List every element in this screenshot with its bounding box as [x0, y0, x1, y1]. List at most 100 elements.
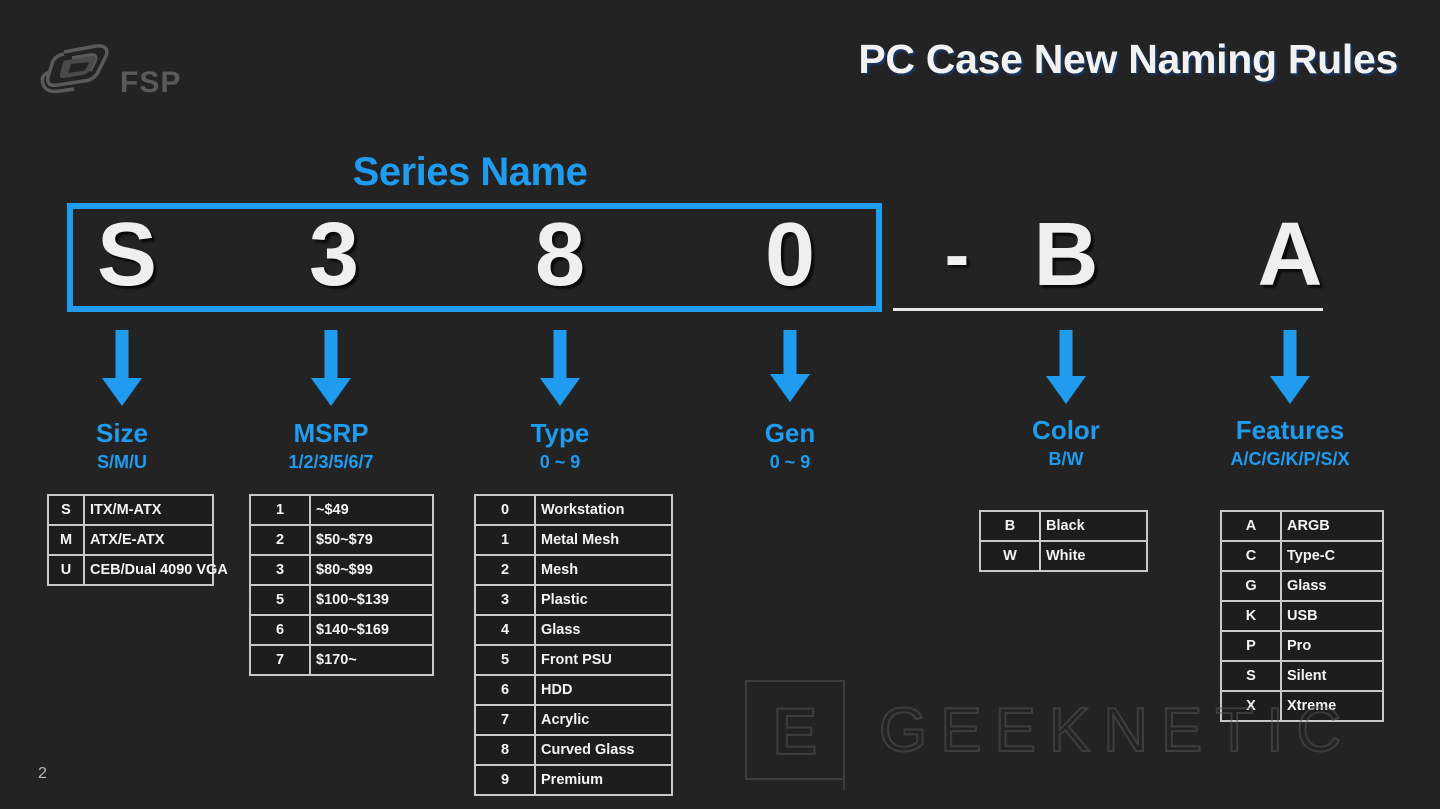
code-char-size: S	[96, 205, 158, 305]
legend-row: 1~$49	[249, 494, 434, 526]
field-name-color: Color	[1032, 415, 1100, 445]
arrow-down-icon-msrp	[309, 330, 353, 406]
legend-row: 5$100~$139	[249, 584, 434, 616]
legend-meaning-cell: Plastic	[534, 584, 673, 616]
code-char-gen: 0	[764, 205, 816, 305]
series-name-highlight-box	[67, 203, 882, 312]
fsp-logo-text: FSP	[120, 66, 182, 99]
legend-meaning-cell: USB	[1280, 600, 1384, 632]
legend-meaning-cell: Acrylic	[534, 704, 673, 736]
legend-code-cell: 6	[474, 674, 536, 706]
field-sub-msrp: 1/2/3/5/6/7	[288, 452, 374, 472]
legend-code-cell: 5	[474, 644, 536, 676]
field-heading-gen: Gen 0 ~ 9	[710, 420, 870, 471]
legend-meaning-cell: Glass	[1280, 570, 1384, 602]
legend-code-cell: 3	[474, 584, 536, 616]
field-sub-type: 0 ~ 9	[539, 452, 581, 472]
code-char-color: B	[1033, 205, 1099, 305]
arrow-down-icon-type	[538, 330, 582, 406]
field-name-gen: Gen	[764, 418, 816, 448]
legend-code-cell: 6	[249, 614, 311, 646]
legend-code-cell: 7	[474, 704, 536, 736]
arrow-down-icon-gen	[768, 330, 812, 402]
legend-code-cell: 7	[249, 644, 311, 676]
fsp-logo: FSP	[34, 42, 214, 104]
field-name-features: Features	[1235, 415, 1345, 445]
legend-code-cell: 3	[249, 554, 311, 586]
page-title: PC Case New Naming Rules	[858, 36, 1398, 82]
legend-code-cell: B	[979, 510, 1041, 542]
legend-meaning-cell: Black	[1039, 510, 1148, 542]
legend-meaning-cell: ITX/M-ATX	[83, 494, 214, 526]
field-heading-color: Color B/W	[986, 417, 1146, 468]
legend-code-cell: K	[1220, 600, 1282, 632]
field-sub-size: S/M/U	[96, 452, 147, 472]
watermark-badge: E	[745, 680, 845, 790]
legend-code-cell: 2	[474, 554, 536, 586]
legend-meaning-cell: Silent	[1280, 660, 1384, 692]
legend-row: 7$170~	[249, 644, 434, 676]
field-heading-type: Type 0 ~ 9	[480, 420, 640, 471]
legend-code-cell: U	[47, 554, 85, 586]
field-heading-msrp: MSRP 1/2/3/5/6/7	[251, 420, 411, 471]
code-char-type: 8	[534, 205, 586, 305]
legend-code-cell: S	[1220, 660, 1282, 692]
legend-meaning-cell: Glass	[534, 614, 673, 646]
legend-meaning-cell: $140~$169	[309, 614, 434, 646]
code-char-separator: -	[944, 213, 970, 296]
legend-meaning-cell: CEB/Dual 4090 VGA	[83, 554, 228, 586]
legend-code-cell: 9	[474, 764, 536, 796]
legend-meaning-cell: Premium	[534, 764, 673, 796]
legend-meaning-cell: $50~$79	[309, 524, 434, 556]
legend-meaning-cell: HDD	[534, 674, 673, 706]
legend-meaning-cell: Type-C	[1280, 540, 1384, 572]
legend-code-cell: 0	[474, 494, 536, 526]
field-sub-gen: 0 ~ 9	[769, 452, 811, 472]
legend-code-cell: A	[1220, 510, 1282, 542]
legend-code-cell: 2	[249, 524, 311, 556]
field-sub-features: A/C/G/K/P/S/X	[1230, 449, 1350, 469]
arrow-down-icon-color	[1044, 330, 1088, 404]
legend-code-cell: 1	[249, 494, 311, 526]
code-char-features: A	[1257, 205, 1323, 305]
field-name-size: Size	[95, 418, 149, 448]
legend-meaning-cell: $80~$99	[309, 554, 434, 586]
legend-meaning-cell: Curved Glass	[534, 734, 673, 766]
page-number: 2	[38, 765, 47, 782]
legend-code-cell: W	[979, 540, 1041, 572]
arrow-down-icon-features	[1268, 330, 1312, 404]
legend-code-cell: 1	[474, 524, 536, 556]
legend-meaning-cell: ARGB	[1280, 510, 1384, 542]
arrow-down-icon-size	[100, 330, 144, 406]
legend-row: 2$50~$79	[249, 524, 434, 556]
legend-meaning-cell: Workstation	[534, 494, 673, 526]
field-sub-color: B/W	[1048, 449, 1084, 469]
legend-row: 6$140~$169	[249, 614, 434, 646]
legend-code-cell: 5	[249, 584, 311, 616]
field-heading-features: Features A/C/G/K/P/S/X	[1190, 417, 1390, 468]
